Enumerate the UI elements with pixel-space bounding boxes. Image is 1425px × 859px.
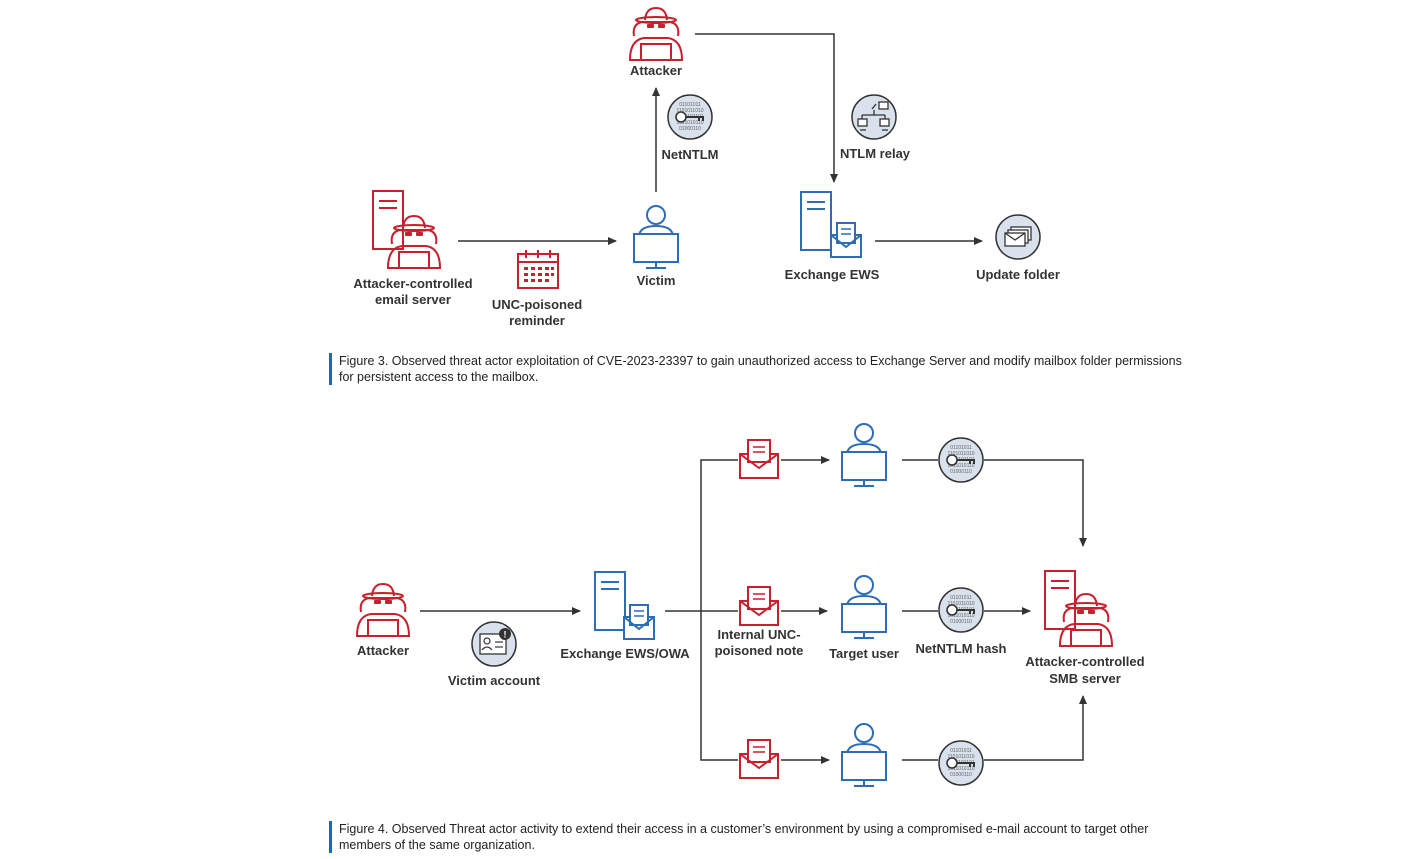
netntlm-hash-key-icon	[938, 587, 984, 633]
branch-bottom	[700, 611, 738, 761]
mail-stack-icon	[995, 214, 1041, 260]
unc-note-label-2: poisoned note	[715, 643, 804, 658]
figure3: Attacker Attacker-controlled email serve…	[353, 7, 1060, 328]
exchange-ews-owa-label: Exchange EWS/OWA	[560, 646, 690, 661]
branch-top	[700, 459, 738, 611]
target-user-icon	[841, 423, 887, 487]
id-card-icon: !	[471, 621, 517, 667]
attacker-label: Attacker	[630, 63, 682, 78]
exchange-ews-label: Exchange EWS	[785, 267, 880, 282]
figure4: Attacker ! Victim account Exchange EWS/O…	[356, 423, 1145, 787]
target-user-label: Target user	[829, 646, 899, 661]
ntlm-relay-label: NTLM relay	[840, 146, 911, 161]
attacker-email-server-label-1: Attacker-controlled	[353, 276, 472, 291]
netntlm-hash-key-icon	[938, 437, 984, 483]
unc-note-envelope-icon	[739, 586, 779, 626]
victim-user-icon	[633, 205, 679, 269]
arrow-attacker-to-exchange	[695, 33, 838, 183]
target-user-icon	[841, 723, 887, 787]
unc-reminder-label-2: reminder	[509, 313, 565, 328]
network-icon	[851, 94, 897, 140]
target-user-icon	[841, 575, 887, 639]
smb-server-label-2: SMB server	[1049, 671, 1121, 686]
netntlm-hash-key-icon	[938, 740, 984, 786]
victim-label: Victim	[637, 273, 676, 288]
exchange-ews-owa-icon	[594, 571, 655, 640]
update-folder-label: Update folder	[976, 267, 1060, 282]
calendar-icon	[517, 250, 559, 289]
victim-account-label: Victim account	[448, 673, 541, 688]
netntlm-hash-label: NetNTLM hash	[916, 641, 1007, 656]
attacker-hacker-icon	[356, 583, 410, 637]
attacker-hacker-icon	[629, 7, 683, 61]
attacker-label: Attacker	[357, 643, 409, 658]
unc-note-envelope-icon	[739, 439, 779, 479]
netntlm-key-icon	[667, 94, 713, 140]
exchange-ews-icon	[800, 191, 862, 258]
attacker-email-server-label-2: email server	[375, 292, 451, 307]
attacker-smb-server-icon	[1044, 570, 1113, 647]
svg-text:!: !	[504, 630, 507, 640]
figure4-caption: Figure 4. Observed Threat actor activity…	[329, 821, 1189, 853]
figure3-caption: Figure 3. Observed threat actor exploita…	[329, 353, 1189, 385]
attacker-email-server-icon	[372, 190, 441, 269]
unc-note-label-1: Internal UNC-	[717, 627, 800, 642]
arrow-hash-to-smb	[984, 459, 1087, 547]
arrow-hash-to-smb	[984, 695, 1087, 761]
unc-note-envelope-icon	[739, 739, 779, 779]
smb-server-label-1: Attacker-controlled	[1025, 654, 1144, 669]
netntlm-label: NetNTLM	[661, 147, 718, 162]
unc-reminder-label-1: UNC-poisoned	[492, 297, 582, 312]
